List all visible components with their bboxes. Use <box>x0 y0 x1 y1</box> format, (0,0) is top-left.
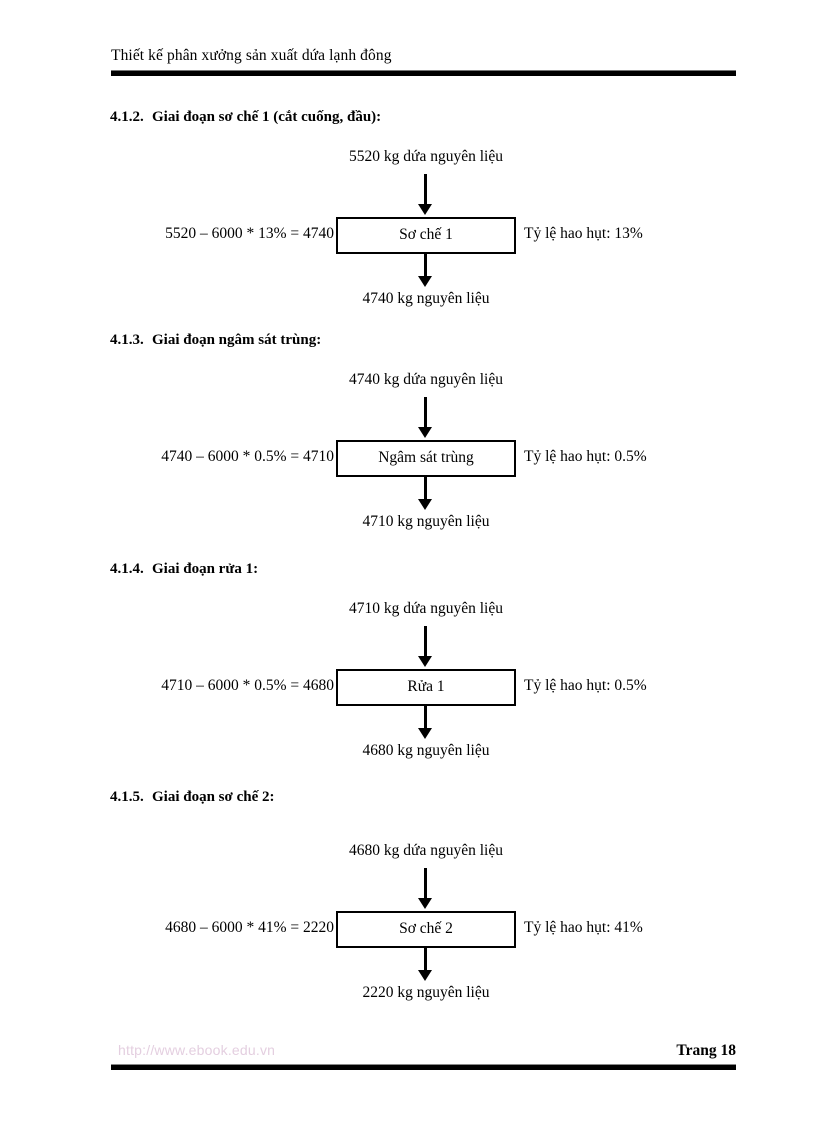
flow-loss-rate-label: Tỷ lệ hao hụt: 0.5% <box>524 448 647 465</box>
flow-diagram-so-che-2: 4680 kg dứa nguyên liệu Sơ chế 2 4680 – … <box>0 842 816 1012</box>
flow-equation-label: 4740 – 6000 * 0.5% = 4710 <box>161 448 334 465</box>
flow-output-label: 4710 kg nguyên liệu <box>362 513 490 530</box>
arrow-down-out-of-box <box>424 706 427 734</box>
page-number-label: Trang 18 <box>676 1042 736 1059</box>
flow-equation-label: 4710 – 6000 * 0.5% = 4680 <box>161 677 334 694</box>
process-label: Sơ chế 1 <box>399 226 453 243</box>
flow-equation-label: 5520 – 6000 * 13% = 4740 <box>165 225 334 242</box>
flow-diagram-ngam-sat-trung: 4740 kg dứa nguyên liệu Ngâm sát trùng 4… <box>0 371 816 541</box>
flow-output-label: 4680 kg nguyên liệu <box>362 742 490 759</box>
flow-loss-rate-label: Tỷ lệ hao hụt: 41% <box>524 919 643 936</box>
flow-input-label: 5520 kg dứa nguyên liệu <box>349 148 503 165</box>
flow-input-label: 4680 kg dứa nguyên liệu <box>349 842 503 859</box>
flow-output-label: 2220 kg nguyên liệu <box>362 984 490 1001</box>
section-title: Giai đoạn sơ chế 2: <box>152 789 275 805</box>
footer-rule <box>111 1064 736 1070</box>
flow-input-label: 4710 kg dứa nguyên liệu <box>349 600 503 617</box>
section-heading-4-1-4: 4.1.4. Giai đoạn rửa 1: <box>110 561 750 578</box>
arrow-down-into-box <box>424 626 427 662</box>
arrow-head-out-of-box <box>418 499 432 510</box>
arrow-head-into-box <box>418 656 432 667</box>
flow-loss-rate-label: Tỷ lệ hao hụt: 0.5% <box>524 677 647 694</box>
arrow-head-out-of-box <box>418 728 432 739</box>
flow-input-label: 4740 kg dứa nguyên liệu <box>349 371 503 388</box>
section-title: Giai đoạn rửa 1: <box>152 561 259 577</box>
arrow-head-into-box <box>418 427 432 438</box>
process-label: Ngâm sát trùng <box>378 449 474 466</box>
process-box: Sơ chế 2 <box>336 911 516 948</box>
arrow-down-into-box <box>424 868 427 904</box>
section-heading-4-1-2: 4.1.2. Giai đoạn sơ chế 1 (cắt cuống, đầu… <box>110 109 750 126</box>
section-title: Giai đoạn sơ chế 1 (cắt cuống, đầu): <box>152 109 382 125</box>
process-label: Rửa 1 <box>407 678 445 695</box>
arrow-down-out-of-box <box>424 477 427 505</box>
arrow-down-out-of-box <box>424 948 427 976</box>
arrow-head-out-of-box <box>418 970 432 981</box>
section-heading-4-1-5: 4.1.5. Giai đoạn sơ chế 2: <box>110 789 750 806</box>
section-number: 4.1.5. <box>110 789 144 805</box>
section-heading-4-1-3: 4.1.3. Giai đoạn ngâm sát trùng: <box>110 332 750 349</box>
process-box: Ngâm sát trùng <box>336 440 516 477</box>
section-title: Giai đoạn ngâm sát trùng: <box>152 332 322 348</box>
flow-equation-label: 4680 – 6000 * 41% = 2220 <box>165 919 334 936</box>
arrow-head-out-of-box <box>418 276 432 287</box>
footer-watermark: http://www.ebook.edu.vn <box>118 1042 276 1058</box>
process-box: Sơ chế 1 <box>336 217 516 254</box>
running-header: Thiết kế phân xưởng sản xuất dứa lạnh đô… <box>111 47 392 64</box>
flow-loss-rate-label: Tỷ lệ hao hụt: 13% <box>524 225 643 242</box>
process-box: Rửa 1 <box>336 669 516 706</box>
process-label: Sơ chế 2 <box>399 920 453 937</box>
arrow-down-into-box <box>424 174 427 210</box>
section-number: 4.1.3. <box>110 332 144 348</box>
flow-diagram-rua-1: 4710 kg dứa nguyên liệu Rửa 1 4710 – 600… <box>0 600 816 770</box>
arrow-down-into-box <box>424 397 427 433</box>
arrow-down-out-of-box <box>424 254 427 282</box>
section-number: 4.1.2. <box>110 109 144 125</box>
arrow-head-into-box <box>418 204 432 215</box>
section-number: 4.1.4. <box>110 561 144 577</box>
arrow-head-into-box <box>418 898 432 909</box>
flow-output-label: 4740 kg nguyên liệu <box>362 290 490 307</box>
header-rule <box>111 70 736 76</box>
flow-diagram-so-che-1: 5520 kg dứa nguyên liệu Sơ chế 1 5520 – … <box>0 148 816 318</box>
